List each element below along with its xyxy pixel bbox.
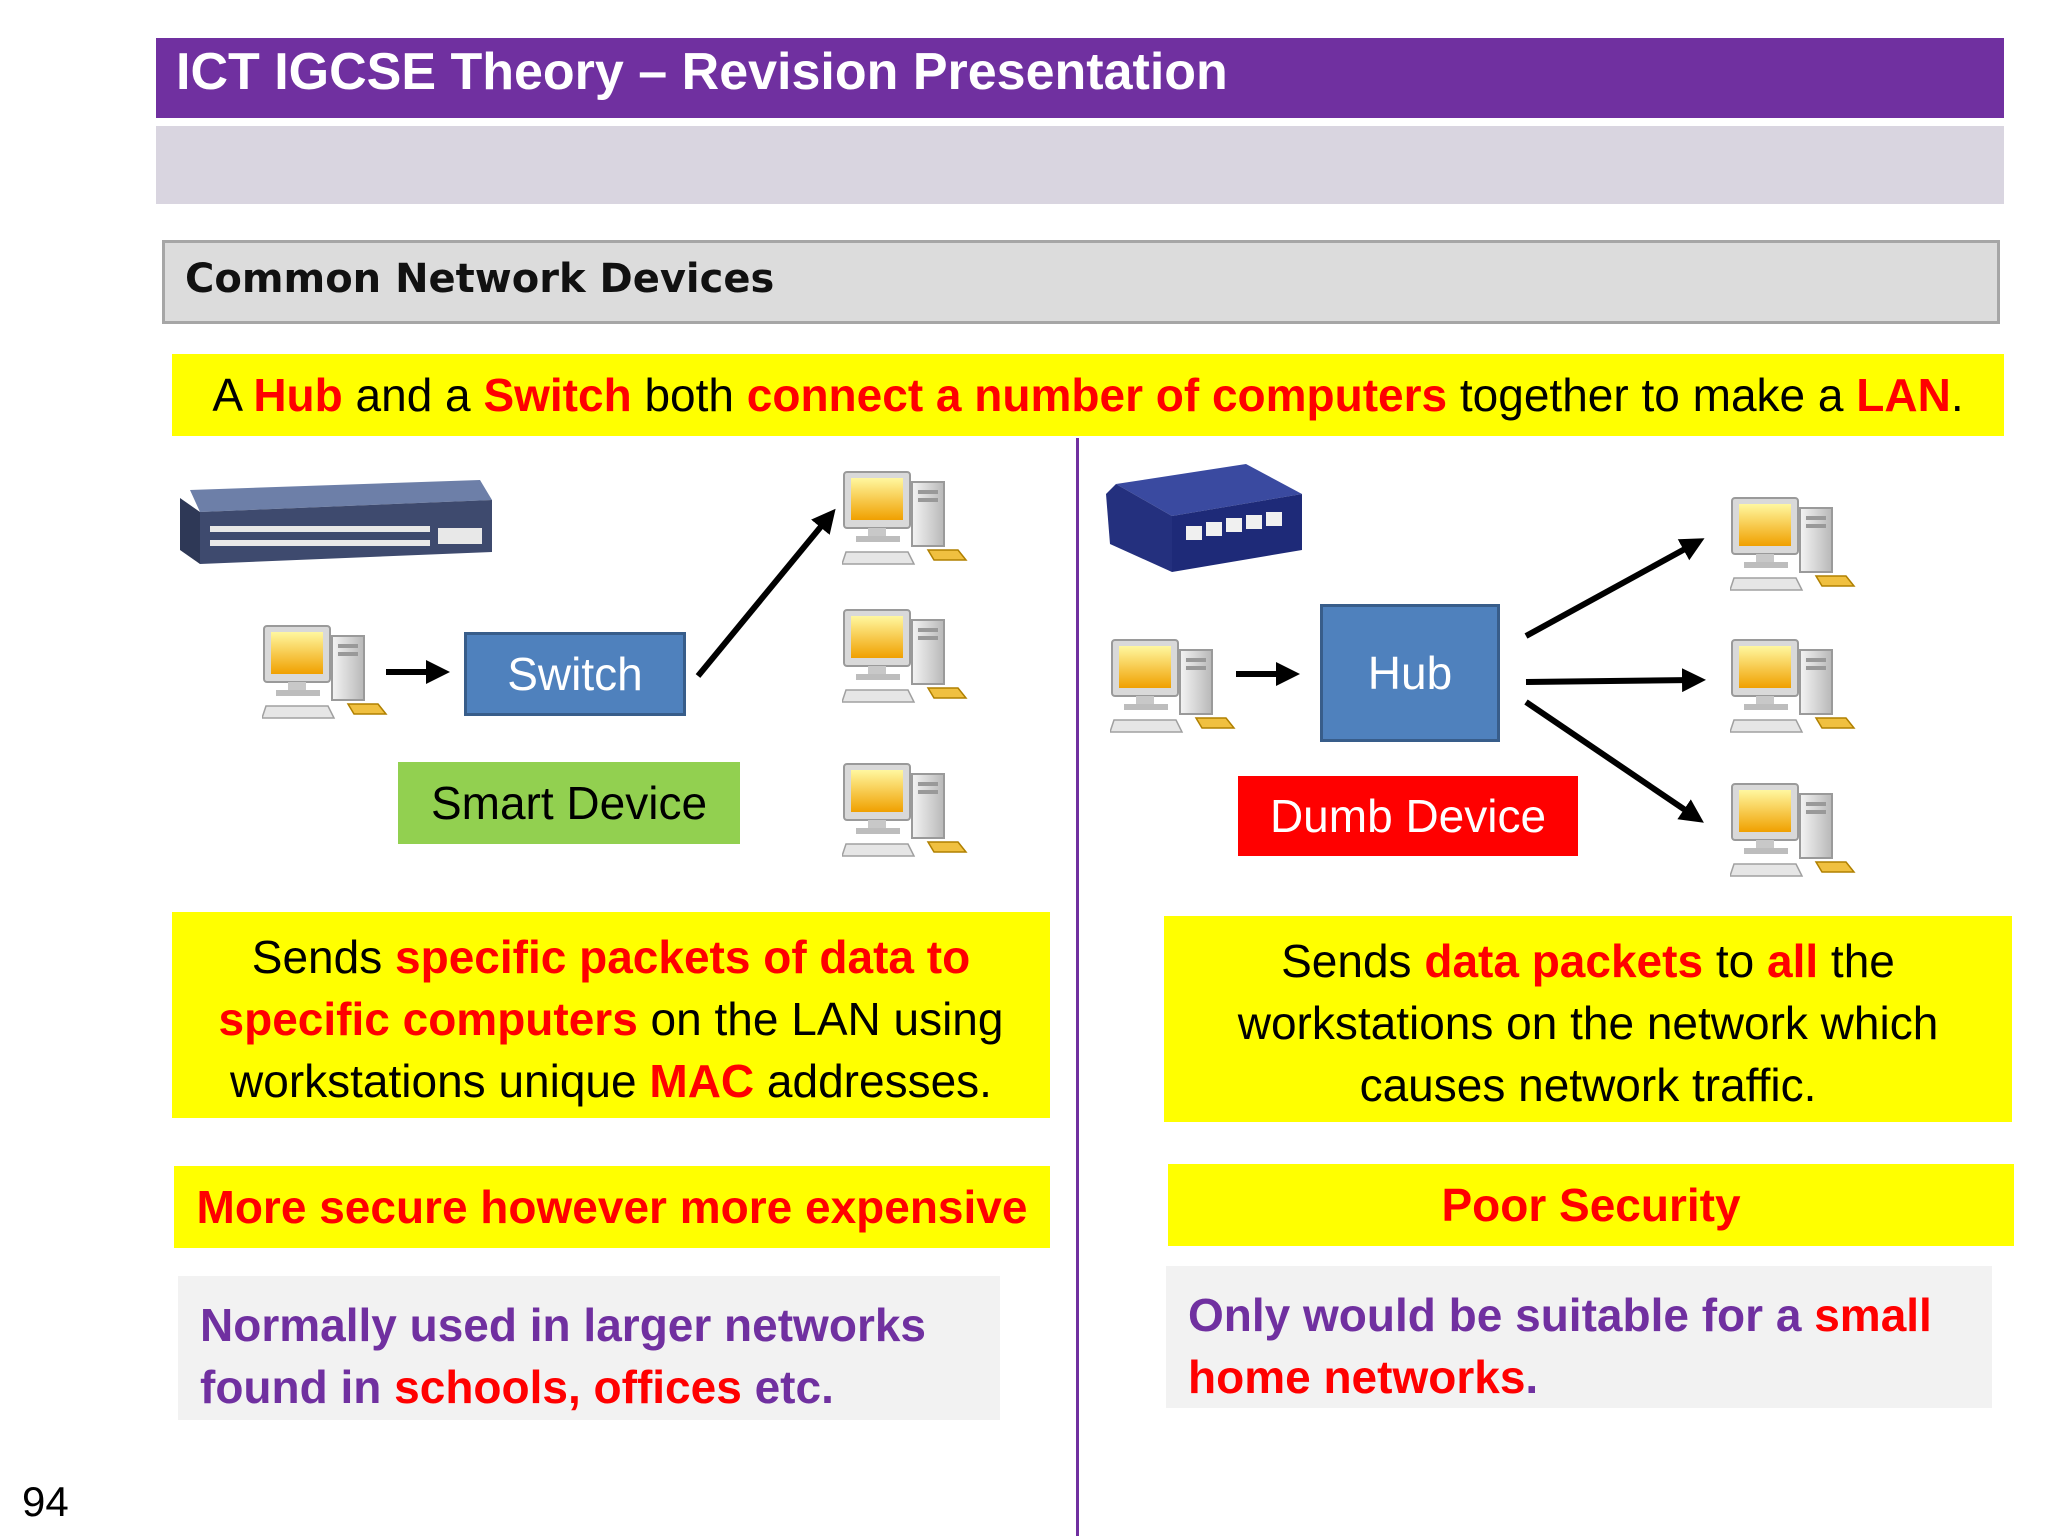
desc-text: Sends — [251, 931, 396, 983]
arrow-icon — [386, 660, 450, 684]
desc-text: workstations unique — [230, 1055, 650, 1107]
usage-text: Normally used in larger networks — [200, 1299, 927, 1351]
intro-lan: LAN — [1856, 369, 1951, 421]
computer-icon — [1730, 780, 1860, 880]
arrow-icon — [695, 508, 836, 678]
intro-text: both — [631, 369, 747, 421]
page-number: 94 — [22, 1478, 69, 1525]
desc-text: to — [1703, 935, 1767, 987]
hub-box: Hub — [1320, 604, 1500, 742]
computer-icon — [1730, 494, 1860, 594]
computer-icon — [1730, 636, 1860, 736]
computer-icon — [842, 468, 972, 568]
desc-text: Sends — [1281, 935, 1425, 987]
section-heading: Common Network Devices — [162, 240, 2000, 324]
intro-text: A — [212, 369, 254, 421]
intro-hub: Hub — [253, 369, 343, 421]
intro-connect: connect a number of computers — [746, 369, 1448, 421]
usage-highlight: home networks — [1188, 1351, 1526, 1403]
intro-switch: Switch — [483, 369, 632, 421]
switch-device-image — [180, 480, 492, 564]
arrow-icon — [1524, 538, 1706, 823]
dumb-device-label: Dumb Device — [1238, 776, 1578, 856]
intro-text: together to make a — [1447, 369, 1857, 421]
intro-text: and a — [342, 369, 484, 421]
intro-text: . — [1950, 369, 1964, 421]
hub-callout: Poor Security — [1168, 1164, 2014, 1246]
computer-icon — [262, 622, 392, 722]
desc-highlight: all — [1766, 935, 1819, 987]
desc-highlight: specific computers — [218, 993, 638, 1045]
switch-callout: More secure however more expensive — [174, 1166, 1050, 1248]
usage-text: found in — [200, 1361, 395, 1413]
desc-highlight: data packets — [1424, 935, 1704, 987]
switch-usage: Normally used in larger networks found i… — [178, 1276, 1000, 1420]
page-title: ICT IGCSE Theory – Revision Presentation — [156, 38, 2004, 118]
hub-device-image — [1106, 464, 1302, 572]
desc-text: on the LAN using — [637, 993, 1004, 1045]
desc-highlight: specific packets of data to — [395, 931, 971, 983]
desc-text: causes network traffic. — [1359, 1059, 1817, 1111]
column-divider — [1076, 438, 1079, 1536]
desc-text: the — [1818, 935, 1895, 987]
hub-description: Sends data packets to all the workstatio… — [1164, 916, 2012, 1122]
switch-box: Switch — [464, 632, 686, 716]
intro-statement: A Hub and a Switch both connect a number… — [172, 354, 2004, 436]
usage-text: . — [1525, 1351, 1539, 1403]
switch-description: Sends specific packets of data to specif… — [172, 912, 1050, 1118]
usage-text: etc. — [741, 1361, 834, 1413]
arrow-icon — [1236, 662, 1300, 686]
desc-text: workstations on the network which — [1237, 997, 1939, 1049]
hub-usage: Only would be suitable for a small home … — [1166, 1266, 1992, 1408]
usage-highlight: small — [1814, 1289, 1932, 1341]
smart-device-label: Smart Device — [398, 762, 740, 844]
usage-highlight: schools, offices — [394, 1361, 742, 1413]
desc-highlight: MAC — [649, 1055, 755, 1107]
desc-text: addresses. — [754, 1055, 992, 1107]
subtitle-bar — [156, 126, 2004, 204]
computer-icon — [842, 606, 972, 706]
computer-icon — [842, 760, 972, 860]
usage-text: Only would be suitable for a — [1188, 1289, 1815, 1341]
computer-icon — [1110, 636, 1240, 736]
